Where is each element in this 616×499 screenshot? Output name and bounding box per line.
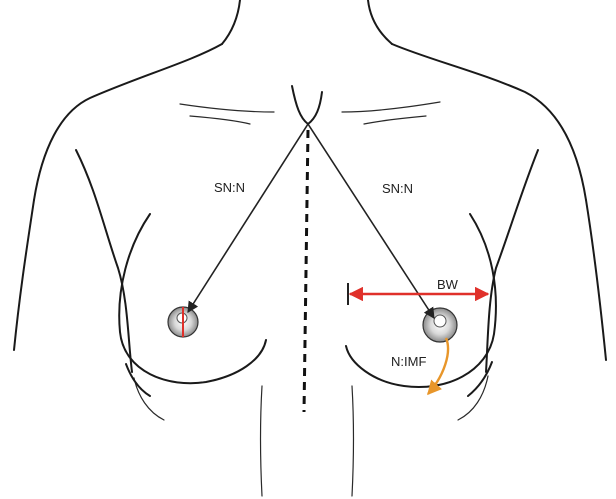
sn-n-right-label: SN:N xyxy=(382,181,413,196)
n-imf-label: N:IMF xyxy=(391,354,426,369)
sn-n-right-line xyxy=(308,124,434,318)
left-clavicle-shade xyxy=(190,116,250,124)
left-torso-outline xyxy=(76,150,132,372)
left-arm-outline xyxy=(14,200,34,350)
right-abdomen-line xyxy=(352,386,354,496)
left-breast-fold xyxy=(134,378,164,420)
sn-n-left-line xyxy=(188,124,308,312)
left-abdomen-line xyxy=(261,386,263,496)
right-arm-outline xyxy=(586,200,606,360)
left-shoulder-outline xyxy=(34,44,222,200)
neck-right-outline xyxy=(368,0,392,44)
right-nipple xyxy=(434,315,446,327)
right-clavicle-shade xyxy=(364,116,426,124)
right-shoulder-outline xyxy=(392,44,586,200)
right-breast-fold xyxy=(458,376,488,420)
neck-left-outline xyxy=(222,0,240,44)
right-clavicle-outline xyxy=(342,102,440,112)
left-breast-outline xyxy=(119,214,266,383)
sternal-midline xyxy=(304,130,308,412)
right-breast-lower-shade xyxy=(468,362,492,396)
bw-label: BW xyxy=(437,277,459,292)
sn-n-left-label: SN:N xyxy=(214,180,245,195)
sternal-notch xyxy=(292,86,322,124)
left-clavicle-outline xyxy=(180,104,274,112)
